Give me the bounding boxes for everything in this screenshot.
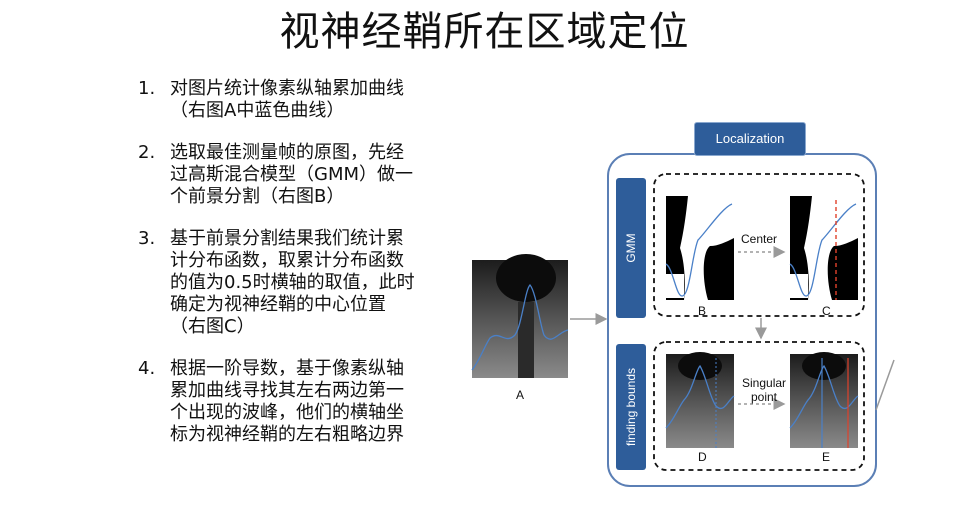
gmm-label: GMM (624, 233, 638, 263)
image-d (665, 352, 735, 448)
bounds-box (653, 341, 865, 471)
step-number: 4. (138, 358, 156, 379)
step-text: 根据一阶导数，基于像素纵轴累加曲线寻找其左右两边第一个出现的波峰，他们的横轴坐标… (170, 358, 404, 445)
image-b (665, 196, 734, 300)
step-list: 1. 对图片统计像素纵轴累加曲线（右图A中蓝色曲线） 2. 选取最佳测量帧的原图… (138, 78, 438, 466)
image-e (789, 352, 859, 448)
gmm-box (653, 173, 865, 317)
diagram-graphics (471, 153, 895, 487)
step-number: 1. (138, 78, 156, 99)
step-item: 2. 选取最佳测量帧的原图，先经过高斯混合模型（GMM）做一个前景分割（右图B） (138, 142, 438, 208)
step-number: 2. (138, 142, 156, 163)
step-text: 选取最佳测量帧的原图，先经过高斯混合模型（GMM）做一个前景分割（右图B） (170, 142, 414, 207)
step-text: 对图片统计像素纵轴累加曲线（右图A中蓝色曲线） (170, 78, 404, 121)
localization-tab: Localization (694, 122, 806, 156)
step-text: 基于前景分割结果我们统计累计分布函数，取累计分布函数的值为0.5时横轴的取值，此… (170, 228, 415, 337)
image-a-label: A (516, 388, 525, 402)
image-c-label: C (822, 304, 831, 318)
center-label: Center (741, 232, 778, 246)
finding-bounds-label: finding bounds (624, 367, 638, 447)
image-b-label: B (698, 304, 707, 318)
image-c (789, 196, 858, 300)
step-item: 1. 对图片统计像素纵轴累加曲线（右图A中蓝色曲线） (138, 78, 438, 122)
slide-title: 视神经鞘所在区域定位 (279, 9, 690, 55)
singular-point-label: Singular point (742, 376, 787, 404)
finding-bounds-side-bar: finding bounds (616, 344, 646, 470)
step-item: 3. 基于前景分割结果我们统计累计分布函数，取累计分布函数的值为0.5时横轴的取… (138, 228, 438, 338)
step-item: 4. 根据一阶导数，基于像素纵轴累加曲线寻找其左右两边第一个出现的波峰，他们的横… (138, 358, 438, 446)
image-a (471, 254, 569, 378)
localization-diagram: Localization GMM finding bounds Center S… (470, 120, 900, 490)
image-d-label: D (698, 450, 707, 464)
image-e-label: E (822, 450, 831, 464)
gmm-side-bar: GMM (616, 178, 646, 318)
step-number: 3. (138, 228, 156, 249)
